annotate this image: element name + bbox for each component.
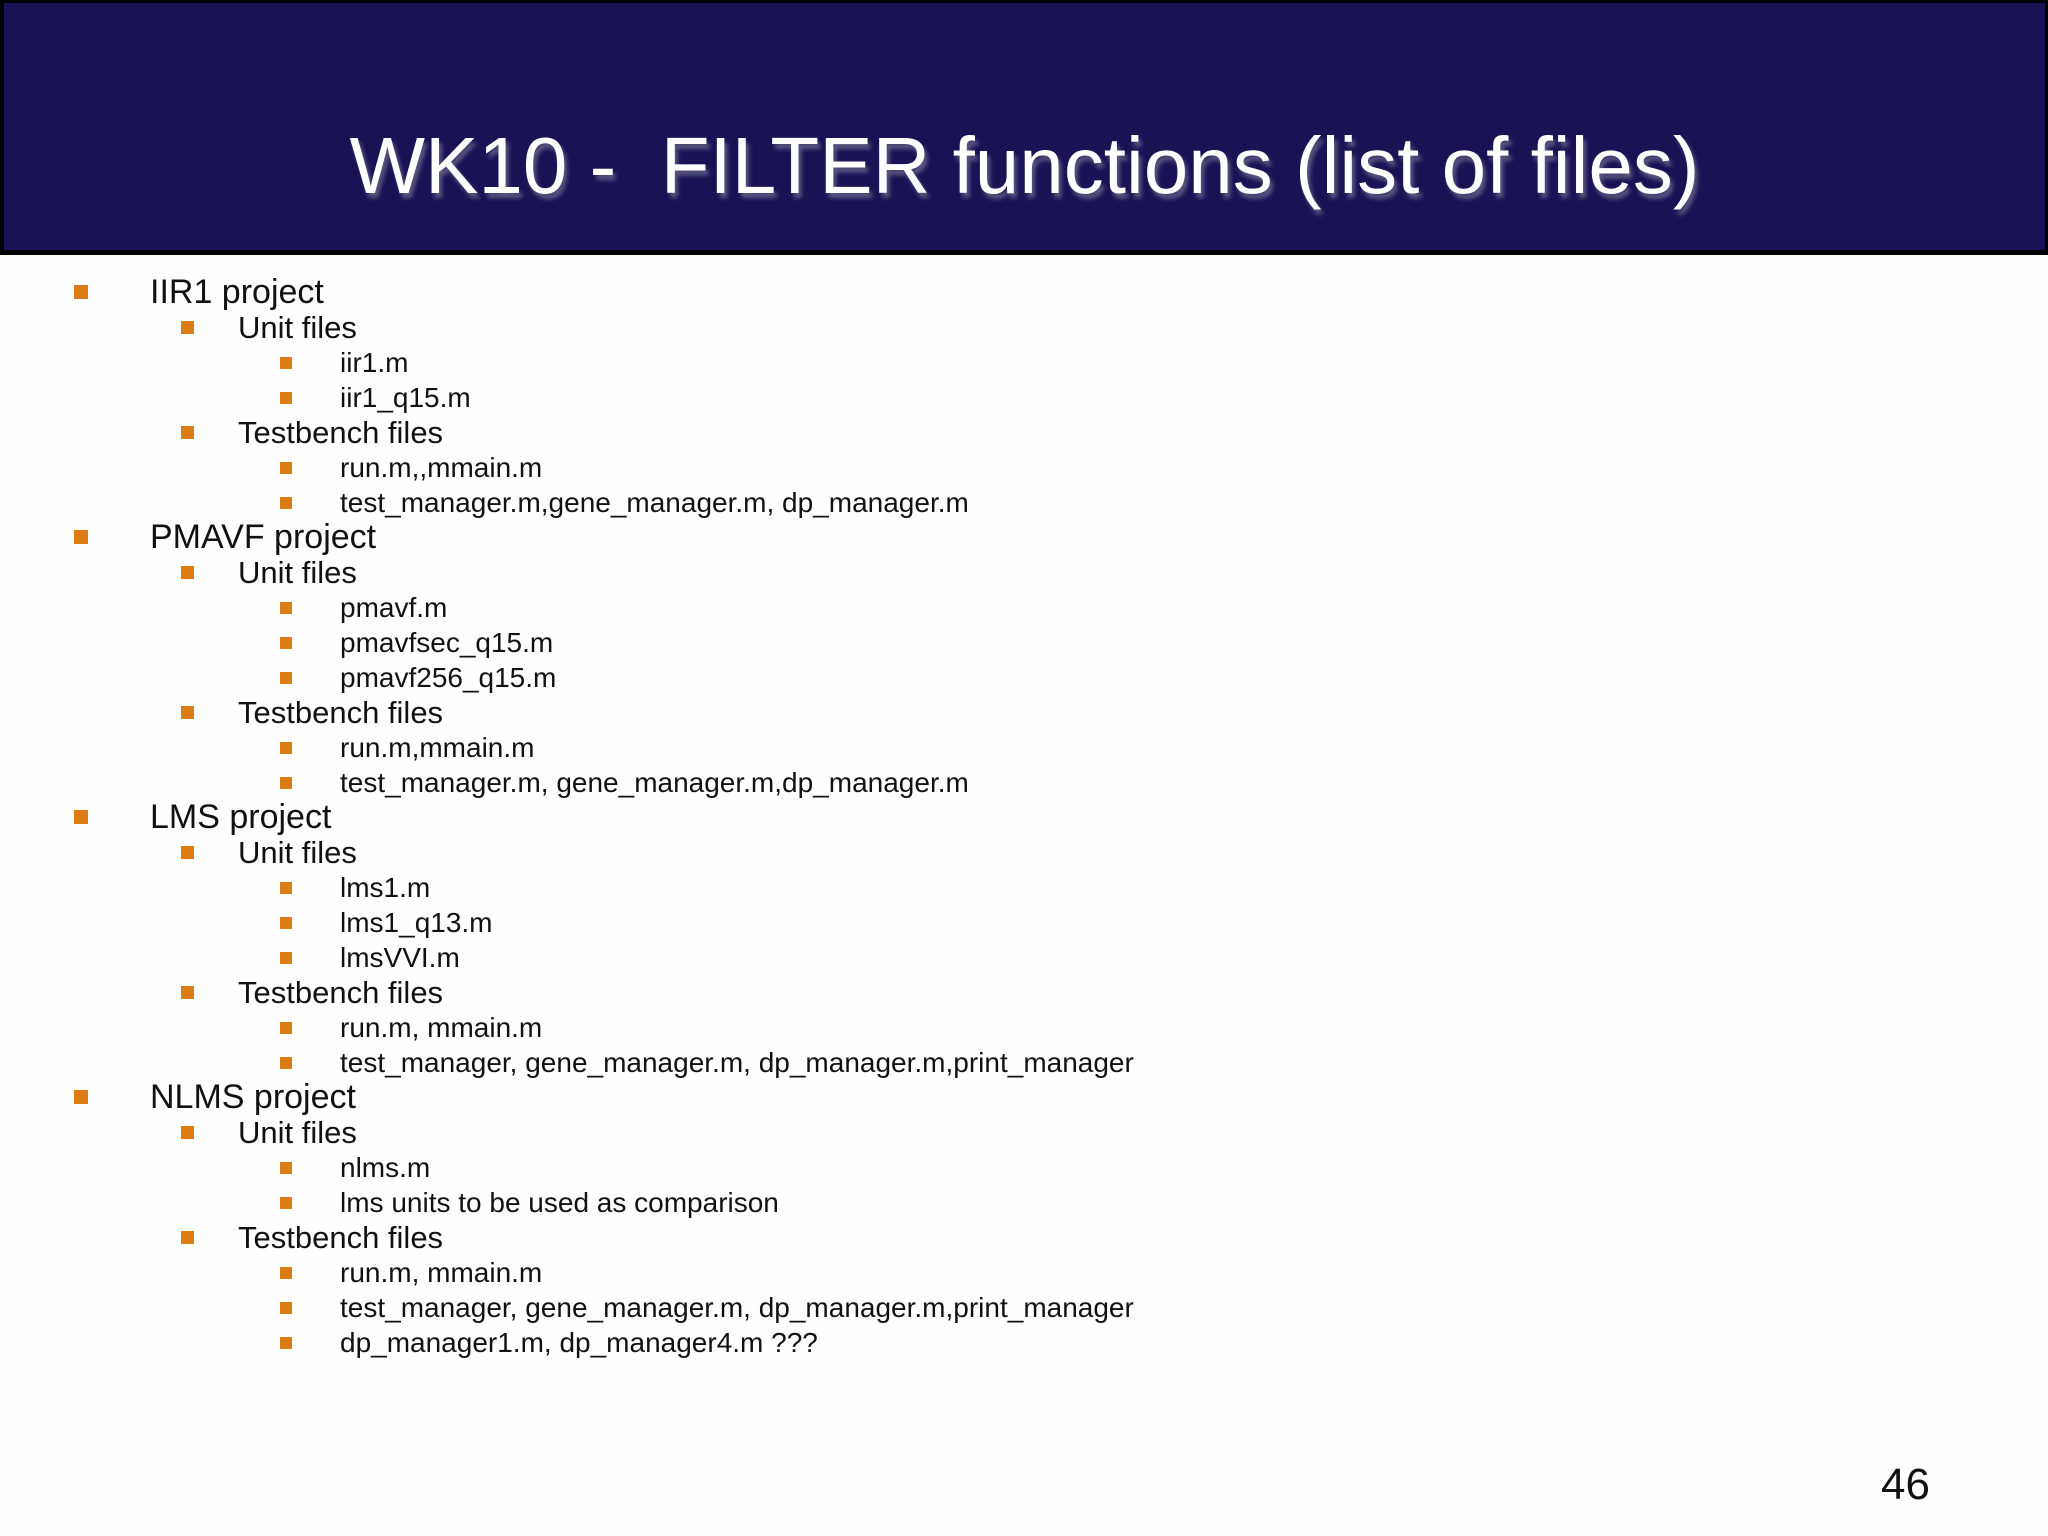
square-bullet-icon xyxy=(280,1162,292,1174)
square-bullet-icon xyxy=(181,426,194,439)
square-bullet-icon xyxy=(280,497,292,509)
square-bullet-icon xyxy=(280,1057,292,1069)
list-item: run.m, mmain.m xyxy=(0,1010,2048,1045)
square-bullet-icon xyxy=(280,1337,292,1349)
square-bullet-icon xyxy=(280,882,292,894)
square-bullet-icon xyxy=(181,986,194,999)
square-bullet-icon xyxy=(280,777,292,789)
list-item-text: IIR1 project xyxy=(150,273,324,311)
list-item-text: nlms.m xyxy=(340,1152,431,1183)
list-item: dp_manager1.m, dp_manager4.m ??? xyxy=(0,1325,2048,1360)
list-item-text: iir1_q15.m xyxy=(340,382,471,413)
list-item: NLMS project xyxy=(0,1080,2048,1115)
square-bullet-icon xyxy=(280,637,292,649)
list-item-text: run.m,,mmain.m xyxy=(340,452,543,483)
square-bullet-icon xyxy=(181,1126,194,1139)
square-bullet-icon xyxy=(280,742,292,754)
list-item: test_manager, gene_manager.m, dp_manager… xyxy=(0,1045,2048,1080)
list-item: run.m, mmain.m xyxy=(0,1255,2048,1290)
list-item: pmavfsec_q15.m xyxy=(0,625,2048,660)
list-item-text: lms units to be used as comparison xyxy=(340,1187,779,1218)
list-item: PMAVF project xyxy=(0,520,2048,555)
square-bullet-icon xyxy=(181,566,194,579)
list-item: pmavf.m xyxy=(0,590,2048,625)
page-number: 46 xyxy=(1881,1460,1930,1509)
square-bullet-icon xyxy=(181,706,194,719)
square-bullet-icon xyxy=(280,917,292,929)
list-item-text: pmavf.m xyxy=(340,592,448,623)
list-item-text: test_manager, gene_manager.m, dp_manager… xyxy=(340,1047,1134,1078)
list-item: run.m,,mmain.m xyxy=(0,450,2048,485)
list-item: iir1.m xyxy=(0,345,2048,380)
square-bullet-icon xyxy=(74,1090,88,1104)
square-bullet-icon xyxy=(280,1197,292,1209)
list-item: lms1_q13.m xyxy=(0,905,2048,940)
list-item-text: run.m,mmain.m xyxy=(340,732,535,763)
list-item-text: Testbench files xyxy=(238,1220,444,1255)
list-item: LMS project xyxy=(0,800,2048,835)
square-bullet-icon xyxy=(280,1267,292,1279)
list-item: pmavf256_q15.m xyxy=(0,660,2048,695)
list-item: Unit files xyxy=(0,555,2048,590)
square-bullet-icon xyxy=(74,530,88,544)
square-bullet-icon xyxy=(280,602,292,614)
list-item-text: Unit files xyxy=(238,1115,357,1150)
square-bullet-icon xyxy=(280,357,292,369)
list-item-text: PMAVF project xyxy=(150,518,377,556)
list-item: test_manager, gene_manager.m, dp_manager… xyxy=(0,1290,2048,1325)
list-item: Testbench files xyxy=(0,415,2048,450)
list-item-text: Testbench files xyxy=(238,415,444,450)
list-item: iir1_q15.m xyxy=(0,380,2048,415)
list-item-text: Unit files xyxy=(238,310,357,345)
list-item-text: Testbench files xyxy=(238,975,444,1010)
list-item: test_manager.m, gene_manager.m,dp_manage… xyxy=(0,765,2048,800)
list-item: lms1.m xyxy=(0,870,2048,905)
list-item: run.m,mmain.m xyxy=(0,730,2048,765)
list-item-text: LMS project xyxy=(150,798,332,836)
square-bullet-icon xyxy=(280,672,292,684)
list-item-text: Unit files xyxy=(238,835,357,870)
square-bullet-icon xyxy=(74,285,88,299)
list-item-text: run.m, mmain.m xyxy=(340,1012,543,1043)
square-bullet-icon xyxy=(181,321,194,334)
list-item-text: dp_manager1.m, dp_manager4.m ??? xyxy=(340,1327,818,1358)
list-item: lms units to be used as comparison xyxy=(0,1185,2048,1220)
list-item-text: test_manager.m, gene_manager.m,dp_manage… xyxy=(340,767,969,798)
list-item-text: lmsVVI.m xyxy=(340,942,460,973)
list-item: Testbench files xyxy=(0,1220,2048,1255)
square-bullet-icon xyxy=(74,810,88,824)
square-bullet-icon xyxy=(280,952,292,964)
list-item: Unit files xyxy=(0,835,2048,870)
list-item-text: Testbench files xyxy=(238,695,444,730)
list-item-text: lms1.m xyxy=(340,872,431,903)
list-item-text: Unit files xyxy=(238,555,357,590)
list-item-text: test_manager, gene_manager.m, dp_manager… xyxy=(340,1292,1134,1323)
list-item: Unit files xyxy=(0,1115,2048,1150)
title-bar: WK10 - FILTER functions (list of files) xyxy=(0,0,2048,255)
square-bullet-icon xyxy=(280,392,292,404)
list-item: nlms.m xyxy=(0,1150,2048,1185)
list-item: Unit files xyxy=(0,310,2048,345)
list-item: IIR1 project xyxy=(0,275,2048,310)
list-item-text: iir1.m xyxy=(340,347,409,378)
list-item: lmsVVI.m xyxy=(0,940,2048,975)
list-item-text: test_manager.m,gene_manager.m, dp_manage… xyxy=(340,487,969,518)
list-item-text: pmavfsec_q15.m xyxy=(340,627,554,658)
list-item: test_manager.m,gene_manager.m, dp_manage… xyxy=(0,485,2048,520)
list-item-text: lms1_q13.m xyxy=(340,907,493,938)
list-item: Testbench files xyxy=(0,975,2048,1010)
list-item: Testbench files xyxy=(0,695,2048,730)
list-item-text: NLMS project xyxy=(150,1078,356,1116)
square-bullet-icon xyxy=(181,846,194,859)
square-bullet-icon xyxy=(181,1231,194,1244)
slide-title: WK10 - FILTER functions (list of files) xyxy=(349,121,1700,210)
list-item-text: pmavf256_q15.m xyxy=(340,662,557,693)
square-bullet-icon xyxy=(280,1302,292,1314)
square-bullet-icon xyxy=(280,462,292,474)
square-bullet-icon xyxy=(280,1022,292,1034)
list-item-text: run.m, mmain.m xyxy=(340,1257,543,1288)
